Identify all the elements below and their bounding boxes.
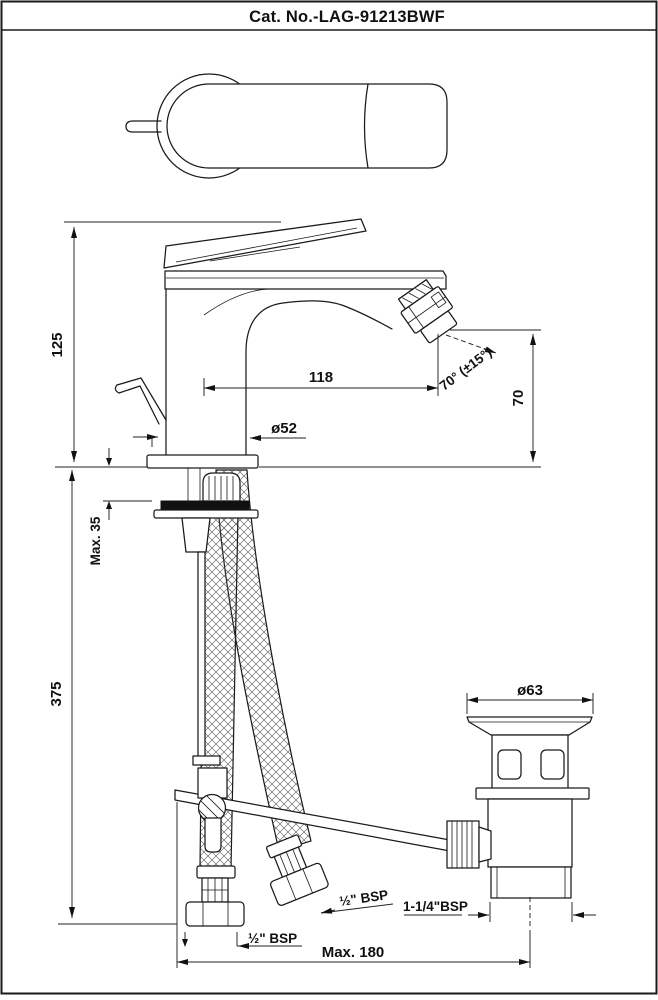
dim-label-hose-length: 375 (48, 681, 65, 706)
waste-lower-body (487, 798, 573, 868)
dim-label-reach: 118 (309, 369, 333, 386)
popup-rod-tee (192, 755, 221, 766)
hex-nut-left (185, 901, 245, 927)
top-view-handle-divider (363, 83, 369, 169)
dim-label-drain-distance: Max. 180 (322, 944, 385, 961)
dimension-waste-thread: 1-1/4"BSP (403, 899, 596, 922)
hose-end-left (185, 865, 245, 927)
rubber-gasket (160, 500, 250, 511)
faucet-front-view (114, 218, 458, 469)
dim-label-supply-thread-right: ½" BSP (338, 887, 389, 909)
waste-mid-flange (475, 787, 590, 800)
hose-crimp-fitting (202, 472, 241, 502)
body-inner-arc (203, 288, 269, 316)
popup-rod (197, 551, 206, 759)
dimension-125: 125 (49, 221, 281, 462)
dimension-half-bsp-right: ½" BSP (320, 887, 394, 914)
washer-plate (153, 509, 259, 519)
spray-aerator (397, 279, 458, 344)
dimension-max35: Max. 35 (88, 448, 152, 565)
waste-slot-right (540, 749, 565, 780)
lever-handle (163, 218, 367, 269)
hex-nut-right (270, 862, 329, 906)
dimension-375: 375 (48, 470, 177, 925)
faucet-top-view (125, 73, 448, 179)
top-view-handle (166, 83, 448, 169)
linkage-block (197, 767, 228, 799)
dimension-dia63: ø63 (466, 682, 594, 714)
body-spout-curve (245, 300, 393, 456)
dim-label-deck-thickness: Max. 35 (88, 516, 103, 565)
dim-label-height: 125 (49, 332, 66, 357)
dim-label-body-diameter: ø52 (271, 420, 297, 437)
fixing-locknut (181, 517, 211, 553)
spout-arm (164, 270, 447, 290)
top-view-spout-nose (125, 120, 162, 133)
handle-open-position (114, 377, 167, 425)
popup-waste-assembly (446, 716, 593, 926)
waste-thread-section (490, 866, 572, 899)
dimension-dia52: ø52 (133, 420, 306, 447)
dimension-max180: Max. 180 (176, 802, 531, 968)
waste-flange (466, 716, 593, 736)
waste-upper-body (491, 734, 569, 791)
deck-base-plate (146, 454, 259, 469)
waste-slot-left (497, 749, 522, 780)
dimension-118: 118 (203, 334, 439, 396)
catalog-number-title: Cat. No.-LAG-91213BWF (249, 8, 445, 26)
dim-label-supply-thread-left: ½" BSP (248, 931, 297, 946)
threaded-shank (187, 468, 201, 501)
dim-label-waste-diameter: ø63 (517, 682, 543, 699)
dimension-half-bsp-left: ½" BSP (182, 931, 302, 949)
dim-label-spout-height: 70 (510, 390, 527, 407)
hose-end-right (265, 834, 329, 906)
linkage-stem (204, 817, 222, 853)
dim-label-waste-thread: 1-1/4"BSP (403, 899, 468, 914)
lever-handle-detail (175, 227, 358, 263)
dimension-70: 70 (55, 329, 541, 468)
